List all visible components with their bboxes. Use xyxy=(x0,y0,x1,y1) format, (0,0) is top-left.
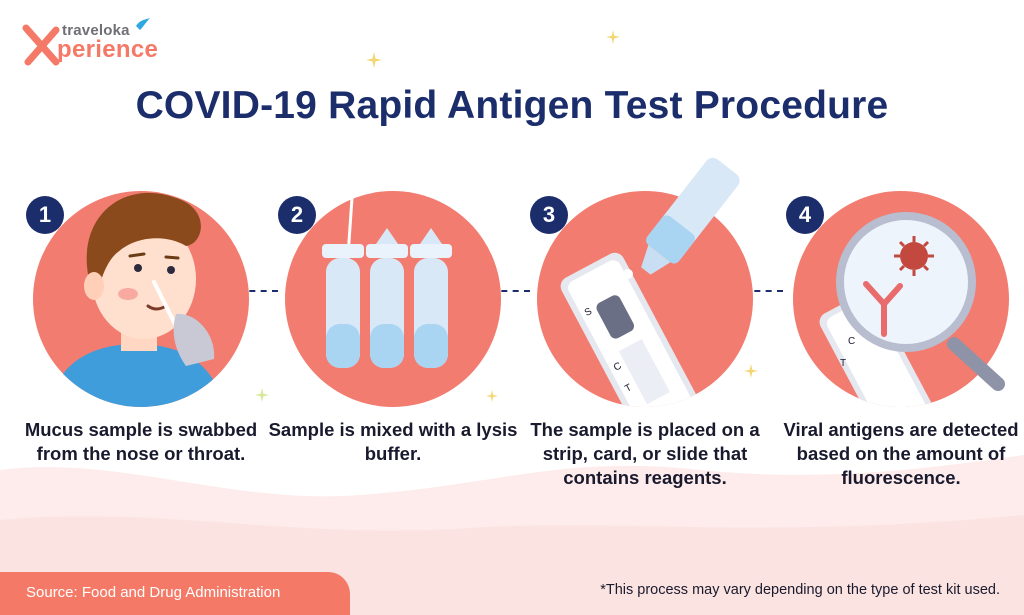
step-2: 2 Sample is mixed with a lysis buffer. xyxy=(269,184,517,514)
step-caption: Sample is mixed with a lysis buffer. xyxy=(268,419,518,464)
step-connector xyxy=(490,290,530,292)
strip-label-c: C xyxy=(612,361,624,374)
step-number-badge: 2 xyxy=(278,196,316,234)
step-connector xyxy=(238,290,278,292)
sparkle-icon xyxy=(744,364,758,378)
strip-label-c: C xyxy=(848,336,855,347)
bird-icon xyxy=(136,18,150,30)
sparkle-icon xyxy=(486,390,498,402)
magnifier-virus-antibody-icon: C T xyxy=(793,191,1009,407)
page-title: COVID-19 Rapid Antigen Test Procedure xyxy=(135,84,889,127)
logo-wordmark-big: perience xyxy=(57,36,159,63)
step-4: C T 4 Viral antigens are detected based … xyxy=(783,184,1019,514)
step-caption: Viral antigens are detected based on the… xyxy=(783,419,1019,488)
test-tubes-icon xyxy=(285,191,501,407)
step-1: 1 Mucus sample is swabbed from the nose … xyxy=(25,184,257,514)
step-caption: Mucus sample is swabbed from the nose or… xyxy=(24,419,258,464)
source-credit: Source: Food and Drug Administration xyxy=(0,572,350,615)
strip-label-t: T xyxy=(623,382,634,395)
footnote: *This process may vary depending on the … xyxy=(600,582,1000,598)
logo-wordmark-small: traveloka xyxy=(62,22,130,39)
sparkle-icon xyxy=(255,388,269,402)
traveloka-xperience-logo[interactable]: traveloka perience xyxy=(22,14,172,70)
step-number-badge: 1 xyxy=(26,196,64,234)
dropper-test-strip-icon: S C T xyxy=(537,157,753,407)
strip-label-s: S xyxy=(583,306,594,319)
step-3: S C T 3 The sample is placed on a strip,… xyxy=(530,157,760,514)
step-connector xyxy=(743,290,783,292)
sparkle-icon xyxy=(366,52,382,68)
step-number-badge: 4 xyxy=(786,196,824,234)
strip-label-t: T xyxy=(840,358,846,369)
xperience-x-icon xyxy=(22,24,60,66)
person-nasal-swab-icon xyxy=(33,191,249,407)
step-number-badge: 3 xyxy=(530,196,568,234)
step-caption: The sample is placed on a strip, card, o… xyxy=(530,419,760,488)
sparkle-icon xyxy=(606,30,620,44)
